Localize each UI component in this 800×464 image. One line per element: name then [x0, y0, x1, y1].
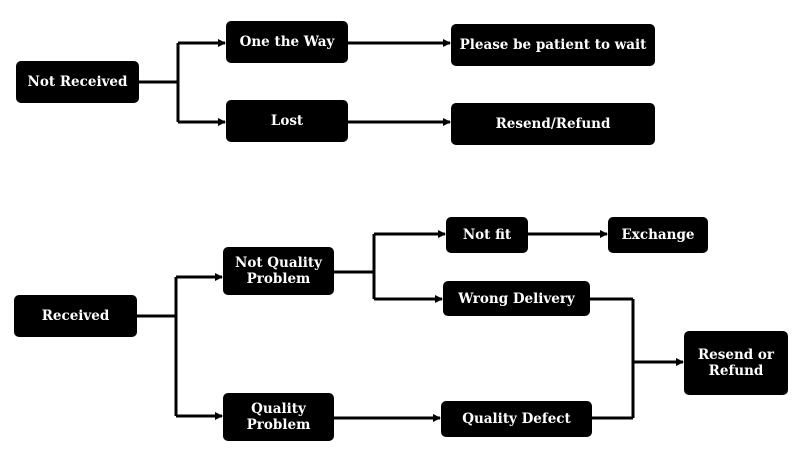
node-quality-problem: Quality Problem: [223, 393, 334, 441]
node-not-fit: Not fit: [446, 217, 528, 253]
node-quality-problem-label: Quality Problem: [246, 401, 311, 433]
node-please-wait-label: Please be patient to wait: [459, 37, 647, 53]
node-not-received: Not Received: [16, 61, 139, 103]
node-resend-refund: Resend/Refund: [451, 103, 655, 145]
node-received: Received: [14, 295, 137, 337]
node-quality-defect-label: Quality Defect: [462, 411, 571, 427]
node-not-fit-label: Not fit: [462, 227, 512, 243]
node-wrong-delivery: Wrong Delivery: [443, 281, 590, 316]
node-resend-refund-label: Resend/Refund: [495, 116, 611, 132]
node-one-the-way-label: One the Way: [239, 34, 335, 50]
node-please-wait: Please be patient to wait: [451, 24, 655, 66]
node-lost: Lost: [226, 100, 348, 142]
node-wrong-delivery-label: Wrong Delivery: [458, 290, 575, 307]
node-not-quality-problem-label: Not Quality Problem: [235, 255, 322, 287]
node-quality-defect: Quality Defect: [441, 401, 592, 437]
node-received-label: Received: [41, 308, 110, 324]
node-one-the-way: One the Way: [226, 21, 348, 63]
node-exchange-label: Exchange: [621, 227, 695, 243]
node-resend-or-refund: Resend or Refund: [684, 331, 788, 395]
node-lost-label: Lost: [270, 113, 304, 129]
node-resend-or-refund-label: Resend or Refund: [697, 347, 775, 379]
node-exchange: Exchange: [608, 217, 708, 253]
node-not-quality-problem: Not Quality Problem: [223, 247, 334, 295]
node-not-received-label: Not Received: [27, 74, 128, 90]
